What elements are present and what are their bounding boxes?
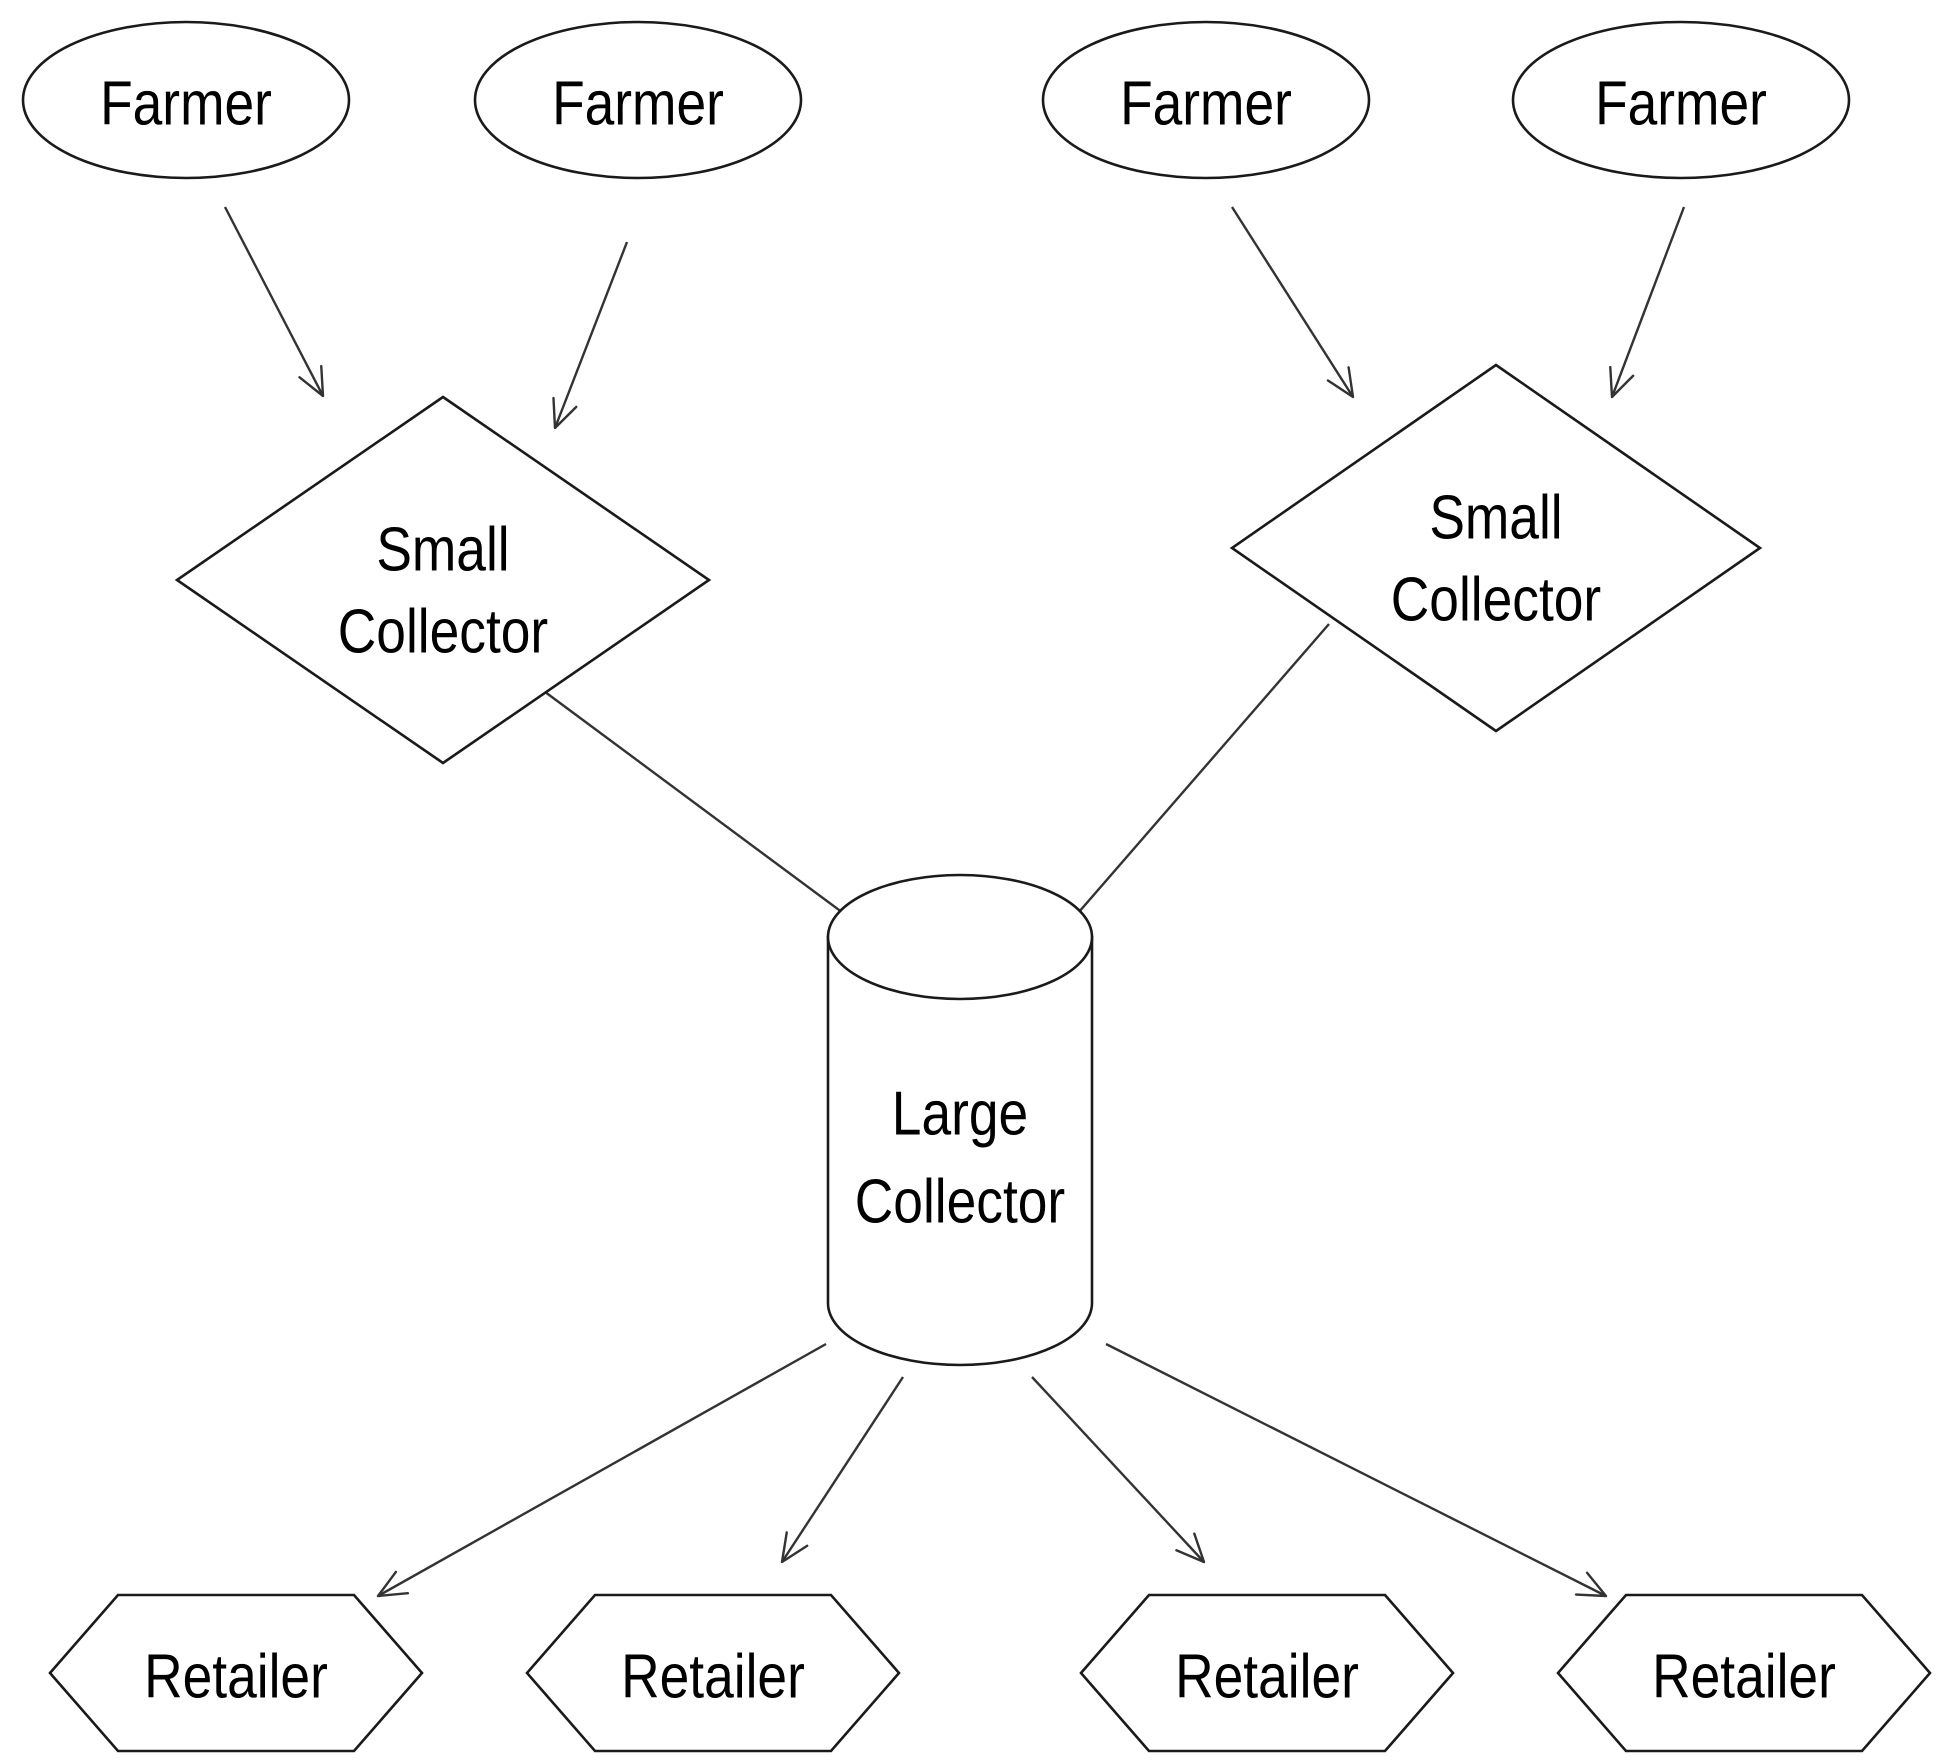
node-label: Large	[892, 1080, 1028, 1149]
arrow-line	[223, 206, 325, 397]
diamond-icon	[174, 395, 712, 765]
node-label: Farmer	[1120, 70, 1292, 139]
node-label: Farmer	[552, 70, 724, 139]
retailer-4: Retailer	[1556, 1593, 1932, 1753]
diamond-icon	[1229, 363, 1763, 733]
arrow-line	[1105, 1342, 1607, 1598]
arrowhead-icon	[376, 1570, 410, 1598]
arrowhead-icon	[552, 396, 578, 430]
arrowhead-icon	[298, 364, 325, 398]
arrow-farmer-1-to-small-collector-1	[223, 206, 325, 398]
farmer-2: Farmer	[473, 20, 803, 180]
arrowhead-icon	[1175, 1532, 1206, 1564]
retailer-3: Retailer	[1079, 1593, 1455, 1753]
ellipse-icon	[473, 20, 803, 180]
ellipse-icon	[1511, 20, 1851, 180]
arrowhead-icon	[1574, 1571, 1608, 1598]
arrow-line	[1610, 206, 1686, 398]
arrow-large-collector-to-retailer-2	[780, 1376, 905, 1564]
arrowhead-icon	[1609, 365, 1635, 399]
arrow-line	[553, 241, 629, 429]
node-label: Collector	[855, 1168, 1065, 1237]
arrow-line	[780, 1376, 905, 1563]
farmer-1: Farmer	[21, 20, 351, 180]
node-label: Retailer	[1652, 1643, 1836, 1712]
hexagon-icon	[1556, 1593, 1932, 1753]
retailer-1: Retailer	[48, 1593, 424, 1753]
node-label: Small	[376, 516, 509, 585]
arrow-line	[1031, 1376, 1205, 1563]
node-label: Collector	[1391, 566, 1601, 635]
arrow-farmer-4-to-small-collector-2	[1609, 206, 1686, 399]
hexagon-icon	[48, 1593, 424, 1753]
arrow-large-collector-to-retailer-1	[376, 1342, 827, 1598]
hexagon-icon	[1079, 1593, 1455, 1753]
ellipse-icon	[21, 20, 351, 180]
arrow-large-collector-to-retailer-3	[1031, 1376, 1206, 1564]
arrow-line	[1230, 206, 1355, 398]
farmer-3: Farmer	[1041, 20, 1371, 180]
hexagon-icon	[525, 1593, 901, 1753]
node-label: Retailer	[1175, 1643, 1359, 1712]
node-label: Farmer	[1595, 70, 1767, 139]
cylinder-top-icon	[826, 873, 1094, 1001]
node-label: Small	[1429, 484, 1562, 553]
ellipse-icon	[1041, 20, 1371, 180]
farmer-4: Farmer	[1511, 20, 1851, 180]
arrowhead-icon	[780, 1531, 809, 1564]
cylinder-body-icon	[826, 935, 1094, 1367]
arrow-farmer-3-to-small-collector-2	[1230, 206, 1355, 399]
arrow-line	[377, 1342, 827, 1598]
arrow-large-collector-to-retailer-4	[1105, 1342, 1608, 1598]
node-label: Retailer	[144, 1643, 328, 1712]
retailer-2: Retailer	[525, 1593, 901, 1753]
arrow-farmer-2-to-small-collector-1	[552, 241, 629, 430]
node-label: Collector	[338, 598, 548, 667]
arrowhead-icon	[1326, 366, 1355, 399]
node-label: Retailer	[621, 1643, 805, 1712]
node-label: Farmer	[100, 70, 272, 139]
